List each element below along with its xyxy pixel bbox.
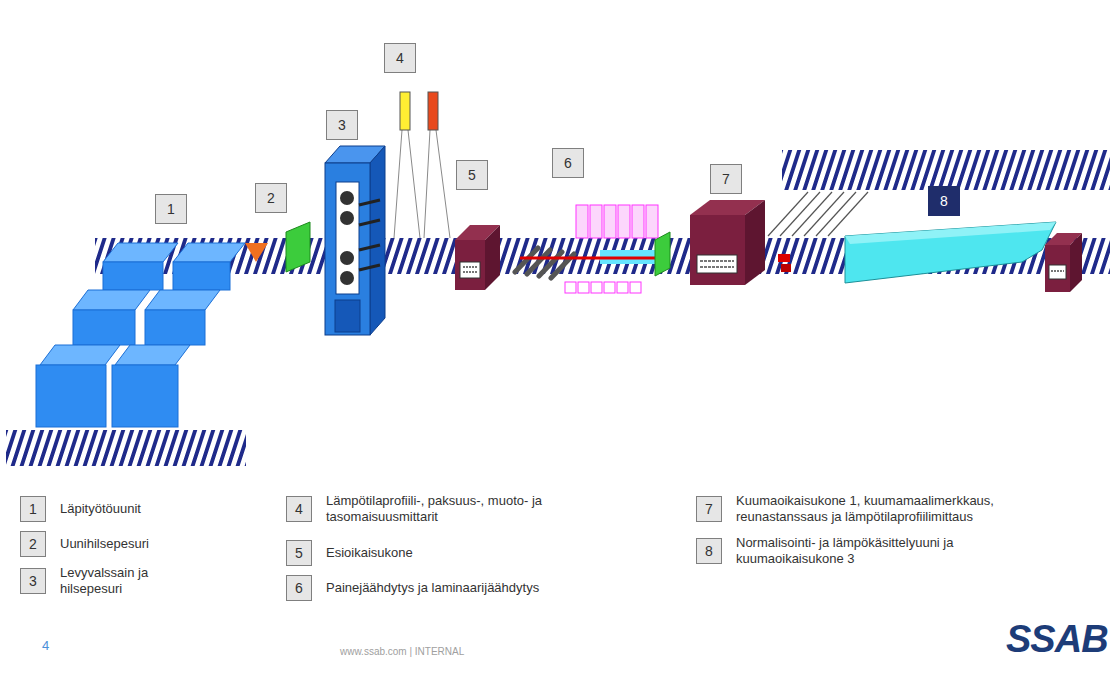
number-box: 4 <box>384 43 416 73</box>
callout-number: 5 <box>468 168 476 182</box>
measuring-gauges <box>394 92 450 238</box>
legend-description: Lämpötilaprofiili-, paksuus-, muoto- ja … <box>326 493 588 526</box>
number-box: 1 <box>155 194 187 224</box>
number-box: 8 <box>928 186 960 216</box>
number-box: 7 <box>710 164 742 194</box>
callout-number: 7 <box>722 172 730 186</box>
walking-beam-furnaces <box>36 243 245 427</box>
descaler <box>286 222 310 272</box>
legend-description: Kuumaoikaisukone 1, kuumamaalimerkkaus, … <box>736 493 1036 526</box>
callout-number: 6 <box>564 156 572 170</box>
callout-number: 3 <box>29 574 37 588</box>
legend-item: 2Uunihilsepesuri <box>20 531 46 557</box>
number-box: 3 <box>20 568 46 594</box>
transfer-skids <box>768 192 868 236</box>
callout-box: 7 <box>710 164 742 194</box>
callout-number: 8 <box>940 194 948 208</box>
company-logo: SSAB <box>1006 618 1108 661</box>
callout-number: 3 <box>338 118 346 132</box>
number-box: 6 <box>286 575 312 601</box>
heat-treatment-furnace <box>845 222 1056 283</box>
callout-box: 8 <box>928 186 960 216</box>
legend-description: Esioikaisukone <box>326 545 626 561</box>
number-box: 8 <box>696 538 722 564</box>
callout-number: 2 <box>267 191 275 205</box>
callout-box: 3 <box>326 110 358 140</box>
callout-box: 5 <box>456 160 488 190</box>
hot-leveller <box>1045 233 1082 292</box>
callout-number: 1 <box>29 502 37 516</box>
number-box: 3 <box>326 110 358 140</box>
furnace-top <box>845 222 1056 244</box>
callout-box: 4 <box>384 43 416 73</box>
pre-leveller <box>455 225 500 290</box>
callout-number: 4 <box>295 502 303 516</box>
descaler <box>655 232 670 276</box>
rolling-mill-stand <box>325 146 385 335</box>
furnace-exit <box>245 243 268 262</box>
page-number: 4 <box>42 638 49 653</box>
legend-item: 4Lämpötilaprofiili-, paksuus-, muoto- ja… <box>286 496 312 522</box>
legend-description: Levyvalssain ja hilsepesuri <box>60 565 190 598</box>
number-box: 5 <box>286 540 312 566</box>
number-box: 7 <box>696 496 722 522</box>
callout-box: 1 <box>155 194 187 224</box>
number-box: 5 <box>456 160 488 190</box>
legend-item: 7Kuumaoikaisukone 1, kuumamaalimerkkaus,… <box>696 496 722 522</box>
callout-number: 2 <box>29 537 37 551</box>
legend-description: Läpityötöuunit <box>60 501 280 517</box>
callout-number: 4 <box>396 51 404 65</box>
legend-item: 1Läpityötöuunit <box>20 496 46 522</box>
roller-table <box>6 430 246 466</box>
roller-table <box>782 150 1110 190</box>
legend-description: Painejäähdytys ja laminaarijäähdytys <box>326 580 626 596</box>
legend-item: 6Painejäähdytys ja laminaarijäähdytys <box>286 575 312 601</box>
legend-description: Uunihilsepesuri <box>60 536 280 552</box>
callout-number: 7 <box>705 502 713 516</box>
number-box: 6 <box>552 148 584 178</box>
callout-number: 8 <box>705 544 713 558</box>
hot-leveller <box>690 200 765 285</box>
legend-item: 5Esioikaisukone <box>286 540 312 566</box>
number-box: 1 <box>20 496 46 522</box>
legend-description: Normalisointi- ja lämpökäsittelyuuni ja … <box>736 535 1026 568</box>
callout-number: 1 <box>167 202 175 216</box>
legend-item: 8Normalisointi- ja lämpökäsittelyuuni ja… <box>696 538 722 564</box>
callout-number: 6 <box>295 581 303 595</box>
footer-text: www.ssab.com | INTERNAL <box>340 646 464 657</box>
number-box: 4 <box>286 496 312 522</box>
callout-box: 2 <box>255 183 287 213</box>
accelerated-cooling <box>515 205 658 293</box>
legend-item: 3Levyvalssain ja hilsepesuri <box>20 568 46 594</box>
callout-box: 6 <box>552 148 584 178</box>
marking-unit <box>778 254 790 262</box>
marking-unit <box>781 264 791 272</box>
callout-number: 5 <box>295 546 303 560</box>
number-box: 2 <box>20 531 46 557</box>
number-box: 2 <box>255 183 287 213</box>
